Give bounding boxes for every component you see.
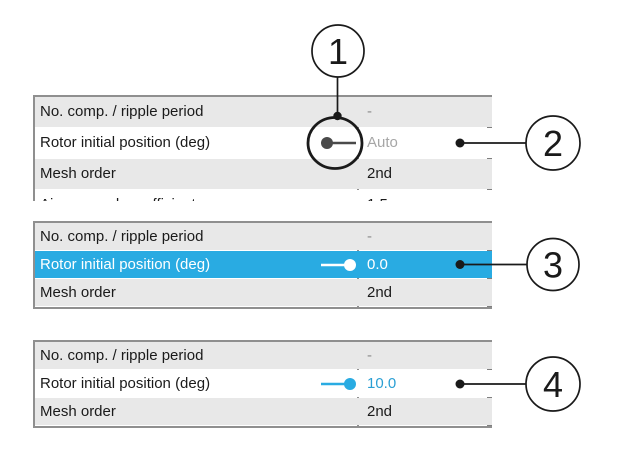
table-row-rotor-initial-position-selected[interactable]: Rotor initial position (deg) 0.0	[35, 251, 492, 278]
property-label: Mesh order	[40, 403, 116, 420]
callout-2-badge	[525, 115, 581, 171]
table-row-clipped[interactable]: Airgap mesh coefficient 1.5	[35, 190, 492, 201]
table-row[interactable]: Mesh order 2nd	[35, 279, 492, 306]
property-label: Rotor initial position (deg)	[40, 134, 211, 151]
property-label: Rotor initial position (deg)	[40, 256, 211, 273]
table-row[interactable]: Mesh order 2nd	[35, 398, 492, 425]
callout-1-badge	[311, 24, 365, 78]
table-row[interactable]: No. comp. / ripple period -	[35, 223, 492, 250]
property-value[interactable]: 2nd	[367, 165, 393, 182]
property-label: Rotor initial position (deg)	[40, 375, 211, 392]
property-table-state-selected: No. comp. / ripple period - Rotor initia…	[33, 221, 492, 309]
callout-4-number: 4	[543, 364, 563, 405]
property-label: No. comp. / ripple period	[40, 228, 204, 245]
callout-2-number: 2	[543, 123, 563, 164]
property-value[interactable]: -	[367, 103, 372, 120]
property-label: Mesh order	[40, 284, 116, 301]
property-value[interactable]: 1.5	[359, 190, 492, 201]
property-table-state-auto: No. comp. / ripple period - Rotor initia…	[33, 95, 492, 201]
property-label: No. comp. / ripple period	[40, 347, 204, 364]
table-row-rotor-initial-position[interactable]: Rotor initial position (deg) 10.0	[35, 370, 492, 397]
table-row[interactable]: No. comp. / ripple period -	[35, 342, 492, 369]
property-value[interactable]: 2nd	[367, 403, 393, 420]
slider-toggle-icon[interactable]	[319, 257, 359, 273]
property-label: Mesh order	[40, 165, 116, 182]
property-value[interactable]: -	[367, 228, 372, 245]
callout-3-number: 3	[543, 245, 563, 286]
callout-4-badge	[525, 356, 581, 412]
callout-1-number: 1	[328, 31, 348, 72]
table-row-rotor-initial-position[interactable]: Rotor initial position (deg) Auto	[35, 128, 492, 158]
table-row[interactable]: Mesh order 2nd	[35, 159, 492, 189]
table-row[interactable]: No. comp. / ripple period -	[35, 97, 492, 127]
property-value[interactable]: 2nd	[367, 284, 393, 301]
property-value[interactable]: 0.0	[367, 256, 388, 273]
property-label: Airgap mesh coefficient	[35, 190, 359, 201]
property-value[interactable]: Auto	[367, 134, 398, 151]
slider-toggle-icon[interactable]	[319, 135, 359, 151]
property-value[interactable]: -	[367, 347, 372, 364]
property-table-state-manual: No. comp. / ripple period - Rotor initia…	[33, 340, 492, 428]
slider-toggle-icon[interactable]	[319, 376, 359, 392]
property-value[interactable]: 10.0	[367, 375, 397, 392]
callout-3-badge	[526, 237, 580, 292]
property-label: No. comp. / ripple period	[40, 103, 204, 120]
